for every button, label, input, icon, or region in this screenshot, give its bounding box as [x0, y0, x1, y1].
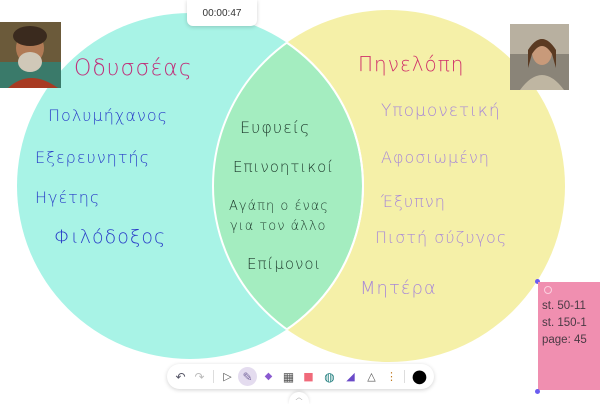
resize-handle-top[interactable] — [535, 279, 540, 284]
ruler-tool[interactable]: ◢ — [341, 367, 360, 386]
right-item: Μητέρα — [360, 278, 437, 299]
overlap-item: Επινοητικοί — [233, 158, 335, 176]
sticky-line: page: 45 — [542, 334, 587, 346]
table-icon: ▦ — [282, 369, 295, 384]
eraser-icon: ◆ — [264, 371, 273, 382]
portrait-image — [510, 24, 569, 90]
penelope-portrait[interactable] — [510, 24, 569, 90]
venn-overlap — [213, 13, 363, 359]
redo-button[interactable]: ↷ — [190, 367, 209, 386]
odysseus-portrait[interactable] — [0, 22, 61, 88]
session-timer: 00:00:47 — [187, 0, 257, 26]
overlap-item: Ευφυείς — [240, 118, 311, 137]
web-tool[interactable]: ◍ — [320, 367, 339, 386]
shapes-icon: △ — [367, 370, 376, 383]
pen-tool[interactable]: ✎ — [238, 367, 257, 386]
redo-icon: ↷ — [194, 369, 205, 384]
undo-icon: ↶ — [175, 369, 186, 384]
left-item: Ηγέτης — [35, 188, 101, 207]
sticky-line: st. 50-11 — [542, 300, 586, 312]
table-tool[interactable]: ▦ — [279, 367, 298, 386]
left-title: Οδυσσέας — [74, 56, 193, 81]
shapes-tool[interactable]: △ — [362, 367, 381, 386]
left-item: Πολυμήχανος — [48, 106, 168, 125]
toolbar-divider — [404, 370, 405, 383]
select-tool[interactable]: ▷ — [218, 367, 237, 386]
right-item: Υπομονετική — [381, 101, 501, 121]
sticky-note-icon: ■ — [303, 370, 314, 383]
more-icon: ⋮ — [386, 370, 397, 383]
eraser-tool[interactable]: ◆ — [259, 367, 278, 386]
right-title: Πηνελόπη — [358, 52, 465, 76]
resize-handle-bottom[interactable] — [535, 389, 540, 394]
color-swatch-icon: ● — [411, 366, 428, 387]
color-picker-button[interactable]: ● — [410, 366, 429, 387]
globe-icon: ◍ — [324, 369, 335, 384]
bottom-toolbar: ↶ ↷ ▷ ✎ ◆ ▦ ■ ◍ ◢ △ ⋮ ● — [167, 364, 434, 389]
undo-button[interactable]: ↶ — [171, 367, 190, 386]
portrait-image — [0, 22, 61, 88]
ruler-icon: ◢ — [346, 370, 355, 383]
overlap-item: για τον άλλο — [230, 219, 327, 234]
more-button[interactable]: ⋮ — [382, 367, 401, 386]
pen-icon: ✎ — [242, 369, 253, 384]
right-item: Αφοσιωμένη — [381, 148, 490, 167]
right-item: Έξυπνη — [381, 192, 446, 211]
sticky-ring-icon — [544, 286, 552, 294]
right-item: Πιστή σύζυγος — [375, 228, 508, 247]
sticky-note[interactable]: st. 50-11 st. 150-1 page: 45 — [538, 282, 600, 390]
sticky-line: st. 150-1 — [542, 317, 587, 329]
overlap-item: Επίμονοι — [247, 255, 322, 273]
toolbar-divider — [213, 370, 214, 383]
left-item: Φιλόδοξος — [54, 226, 167, 248]
overlap-item: Αγάπη ο ένας — [229, 199, 329, 214]
left-item: Εξερευνητής — [35, 148, 150, 167]
select-arrow-icon: ▷ — [223, 370, 232, 383]
sticky-note-tool[interactable]: ■ — [299, 367, 318, 386]
